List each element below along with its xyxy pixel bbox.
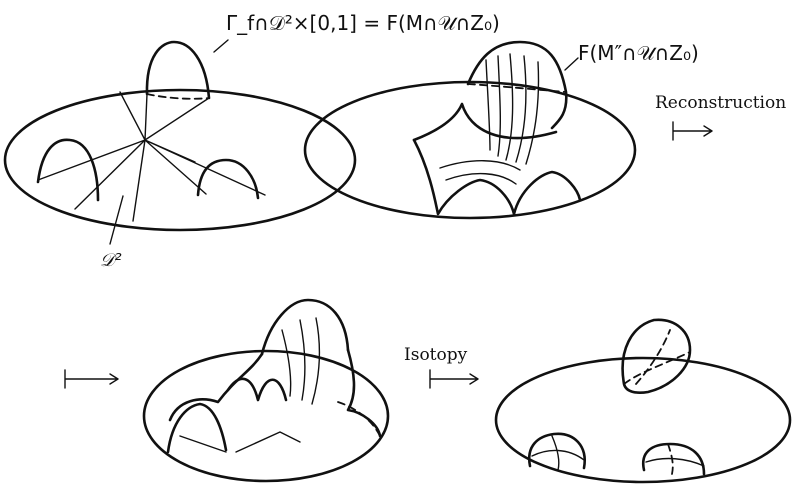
left-arrow xyxy=(65,370,118,388)
isotopy-arrow-path xyxy=(430,370,478,388)
sheet-rim xyxy=(414,104,556,140)
dashed-rim xyxy=(338,402,380,436)
arch-right-line xyxy=(646,459,704,466)
reconstruction-arrow xyxy=(673,122,712,140)
panel-top-right xyxy=(305,42,635,218)
formula-left: Γ_f∩𝒟²×[0,1] = F(M∩𝒰∩Z₀) xyxy=(226,11,500,35)
isotopy-arrow xyxy=(430,370,478,388)
panel-bottom-left xyxy=(144,300,388,481)
disk-leader xyxy=(110,196,123,244)
formula-leader xyxy=(214,40,228,52)
sheet-rim xyxy=(170,350,380,436)
formula-right: F(M″∩𝒰∩Z₀) xyxy=(578,41,699,65)
reconstruction-label: Reconstruction xyxy=(655,93,786,113)
reconstruction-arrow-path xyxy=(673,122,712,140)
bumps xyxy=(228,379,286,400)
disk-outline xyxy=(5,90,355,230)
sheet-top xyxy=(262,300,348,354)
sheet-bottom xyxy=(414,140,580,214)
disk-label: 𝒟² xyxy=(100,250,122,271)
bump-dashed xyxy=(147,94,209,99)
arch-left xyxy=(38,140,98,200)
radial-lines xyxy=(38,92,265,221)
hatching xyxy=(282,318,319,404)
hatching xyxy=(486,54,539,164)
isotopy-label: Isotopy xyxy=(404,345,468,365)
formula-right-leader xyxy=(565,58,578,70)
arch-right xyxy=(198,160,258,198)
inner-lines xyxy=(180,432,300,452)
panel-bottom-right xyxy=(496,320,790,482)
panel-top-left: 𝒟² xyxy=(5,42,355,271)
left-arrow-path xyxy=(65,370,118,388)
